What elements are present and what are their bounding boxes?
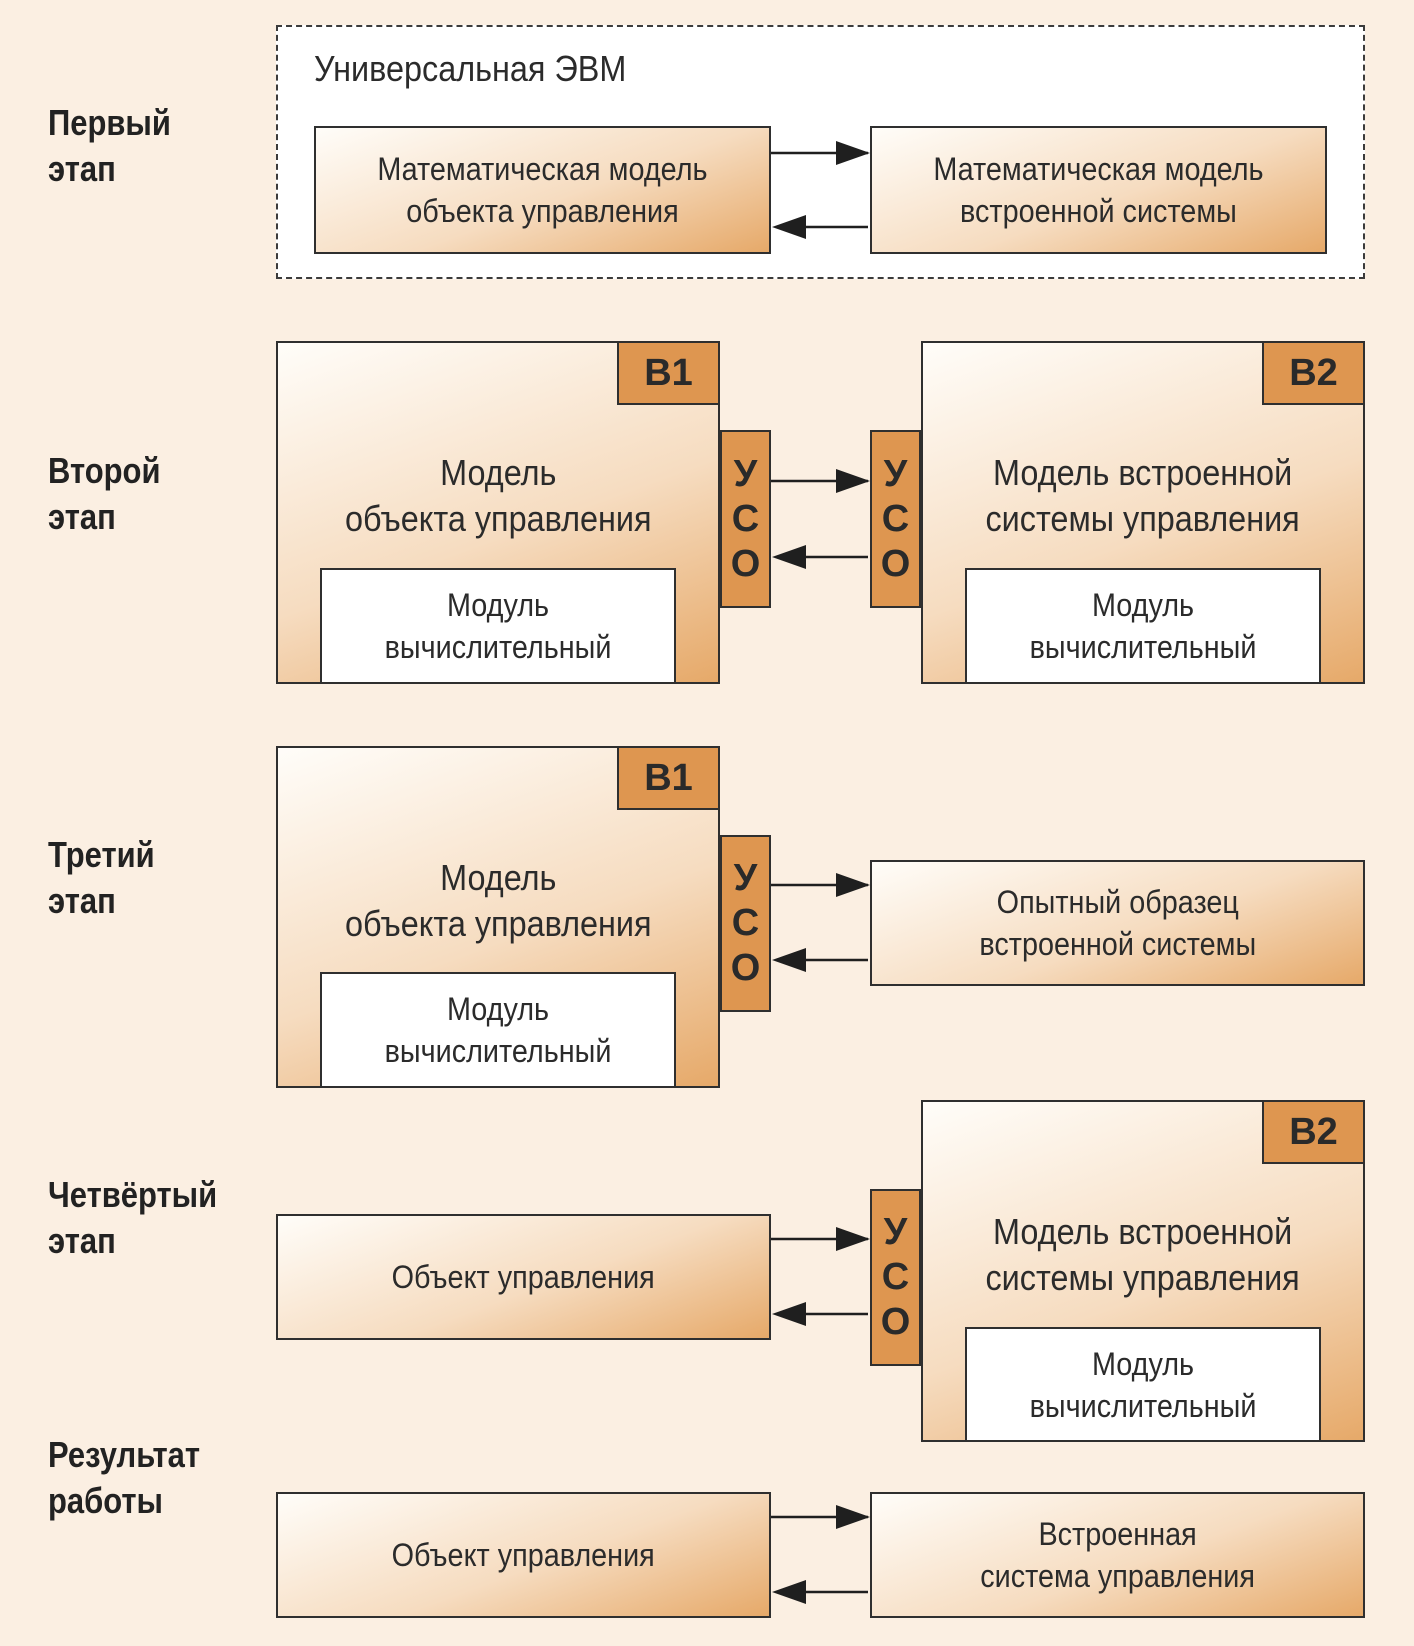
- math-model-embedded-box: Математическая модель встроенной системы: [870, 126, 1327, 254]
- prototype-embedded-label: Опытный образец встроенной системы: [979, 884, 1256, 962]
- stage-label-first: Первый этап: [48, 102, 171, 189]
- uso-letter: О: [730, 947, 761, 989]
- control-object-box: Объект управления: [276, 1492, 771, 1618]
- embedded-model-title-text: Модель встроенной системы управления: [985, 452, 1301, 539]
- uso-letter: У: [883, 452, 908, 495]
- uso-left: У С О: [720, 430, 771, 608]
- object-model-title-text: Модель объекта управления: [344, 857, 652, 944]
- arrowhead-left: [772, 948, 806, 972]
- uso-letter: С: [731, 497, 760, 540]
- arrowhead-right: [836, 141, 870, 165]
- arrowhead-right: [836, 873, 870, 897]
- compute-module-box: Модуль вычислительный: [965, 568, 1321, 684]
- arrowhead-right: [836, 469, 870, 493]
- embedded-model-title: Модель встроенной системы управления: [921, 1205, 1365, 1305]
- uso-letter: У: [883, 1211, 908, 1253]
- compute-module-label: Модуль вычислительный: [384, 991, 612, 1069]
- uso-letter: С: [731, 902, 760, 944]
- arrowhead-right: [836, 1227, 870, 1251]
- embedded-model-title: Модель встроенной системы управления: [921, 446, 1365, 546]
- prototype-embedded-box: Опытный образец встроенной системы: [870, 860, 1365, 986]
- uso-letter: О: [880, 1301, 911, 1343]
- universal-computer-title: Универсальная ЭВМ: [314, 48, 627, 89]
- tag-b1: В1: [617, 746, 720, 810]
- compute-module-label: Модуль вычислительный: [384, 587, 612, 665]
- control-object-box: Объект управления: [276, 1214, 771, 1340]
- stage-label-third: Третий этап: [48, 834, 155, 921]
- embedded-system-label: Встроенная система управления: [980, 1516, 1255, 1594]
- arrowhead-left: [772, 1580, 806, 1604]
- control-object-label: Объект управления: [391, 1259, 656, 1295]
- compute-module-label: Модуль вычислительный: [1029, 1345, 1257, 1424]
- arrowhead-right: [836, 1505, 870, 1529]
- stage-label-fourth: Четвёртый этап: [48, 1174, 218, 1261]
- compute-module-box: Модуль вычислительный: [320, 972, 676, 1088]
- arrowhead-left: [772, 1302, 806, 1326]
- uso-letter: С: [881, 1256, 910, 1298]
- tag-b1: В1: [617, 341, 720, 405]
- tag-b2: В2: [1262, 341, 1365, 405]
- math-model-embedded-label: Математическая модель встроенной системы: [933, 151, 1264, 229]
- uso-right: У С О: [870, 1189, 921, 1366]
- object-model-title-text: Модель объекта управления: [344, 452, 652, 539]
- object-model-title: Модель объекта управления: [276, 446, 720, 546]
- embedded-system-box: Встроенная система управления: [870, 1492, 1365, 1618]
- stage-label-second: Второй этап: [48, 450, 161, 537]
- compute-module-box: Модуль вычислительный: [965, 1327, 1321, 1442]
- uso-letter: У: [733, 857, 758, 899]
- object-model-title: Модель объекта управления: [276, 851, 720, 951]
- tag-b2: В2: [1262, 1100, 1365, 1164]
- stage-label-result: Результат работы: [48, 1434, 201, 1521]
- uso-letter: О: [880, 542, 911, 585]
- control-object-label: Объект управления: [391, 1537, 656, 1573]
- arrowhead-left: [772, 545, 806, 569]
- uso-letter: У: [733, 452, 758, 495]
- uso-letter: О: [730, 542, 761, 585]
- compute-module-label: Модуль вычислительный: [1029, 587, 1257, 665]
- compute-module-box: Модуль вычислительный: [320, 568, 676, 684]
- math-model-object-label: Математическая модель объекта управления: [377, 151, 708, 229]
- math-model-object-box: Математическая модель объекта управления: [314, 126, 771, 254]
- uso-letter: С: [881, 497, 910, 540]
- embedded-model-title-text: Модель встроенной системы управления: [985, 1211, 1301, 1298]
- uso-left: У С О: [720, 835, 771, 1012]
- uso-right: У С О: [870, 430, 921, 608]
- arrowhead-left: [772, 215, 806, 239]
